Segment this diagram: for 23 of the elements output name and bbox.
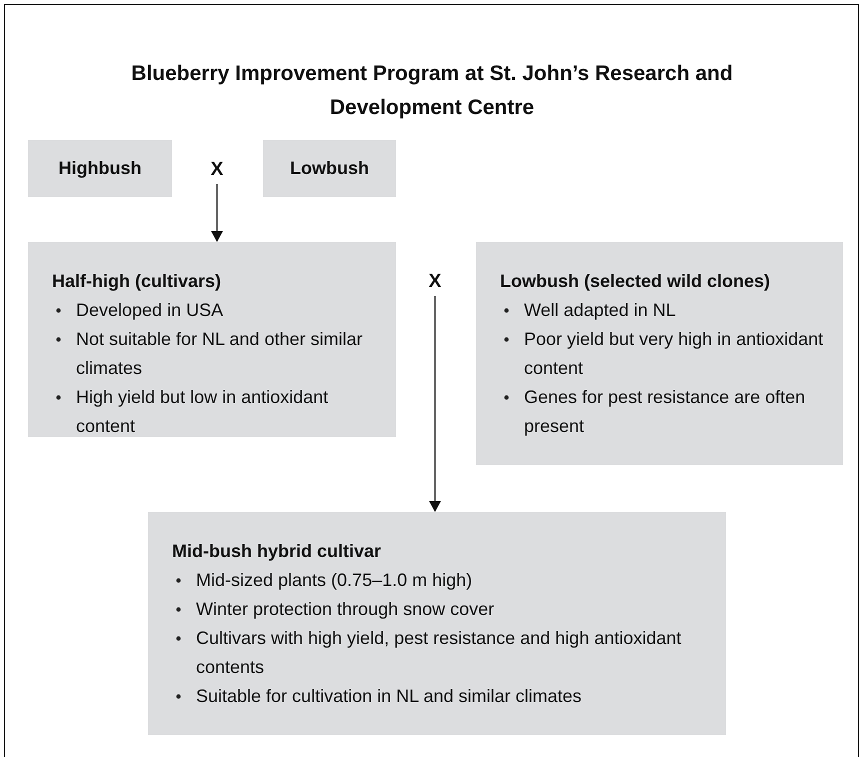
bullet-text: Cultivars with high yield, pest resistance and high antioxidant contents <box>196 627 682 679</box>
box-heading: Lowbush (selected wild clones) <box>500 270 772 293</box>
info-box <box>148 512 726 735</box>
cross-symbol: X <box>428 270 442 294</box>
bullet-text: Mid-sized plants (0.75–1.0 m high) <box>196 569 472 592</box>
parent-box: Highbush <box>28 140 172 197</box>
bullet-text: Not suitable for NL and other similar climates <box>76 328 364 380</box>
bullet-text: Winter protection through snow cover <box>196 598 494 621</box>
arrow <box>211 184 223 242</box>
parent-box: Lowbush <box>263 140 396 197</box>
bullet-text: Poor yield but very high in antioxidant content <box>524 328 824 380</box>
diagram-title: Blueberry Improvement Program at St. John’s Research and Development Centre <box>130 61 734 121</box>
bullet-text: Well adapted in NL <box>524 299 676 322</box>
arrow <box>429 296 441 512</box>
info-box <box>28 242 396 437</box>
box-heading: Mid-bush hybrid cultivar <box>172 540 382 563</box>
bullet-text: Suitable for cultivation in NL and similar climates <box>196 685 582 708</box>
box-heading: Half-high (cultivars) <box>52 270 222 293</box>
bullet-text: Genes for pest resistance are often present <box>524 386 806 438</box>
cross-symbol: X <box>210 158 224 182</box>
bullet-text: Developed in USA <box>76 299 224 322</box>
info-box <box>476 242 843 465</box>
bullet-text: High yield but low in antioxidant content <box>76 386 330 438</box>
